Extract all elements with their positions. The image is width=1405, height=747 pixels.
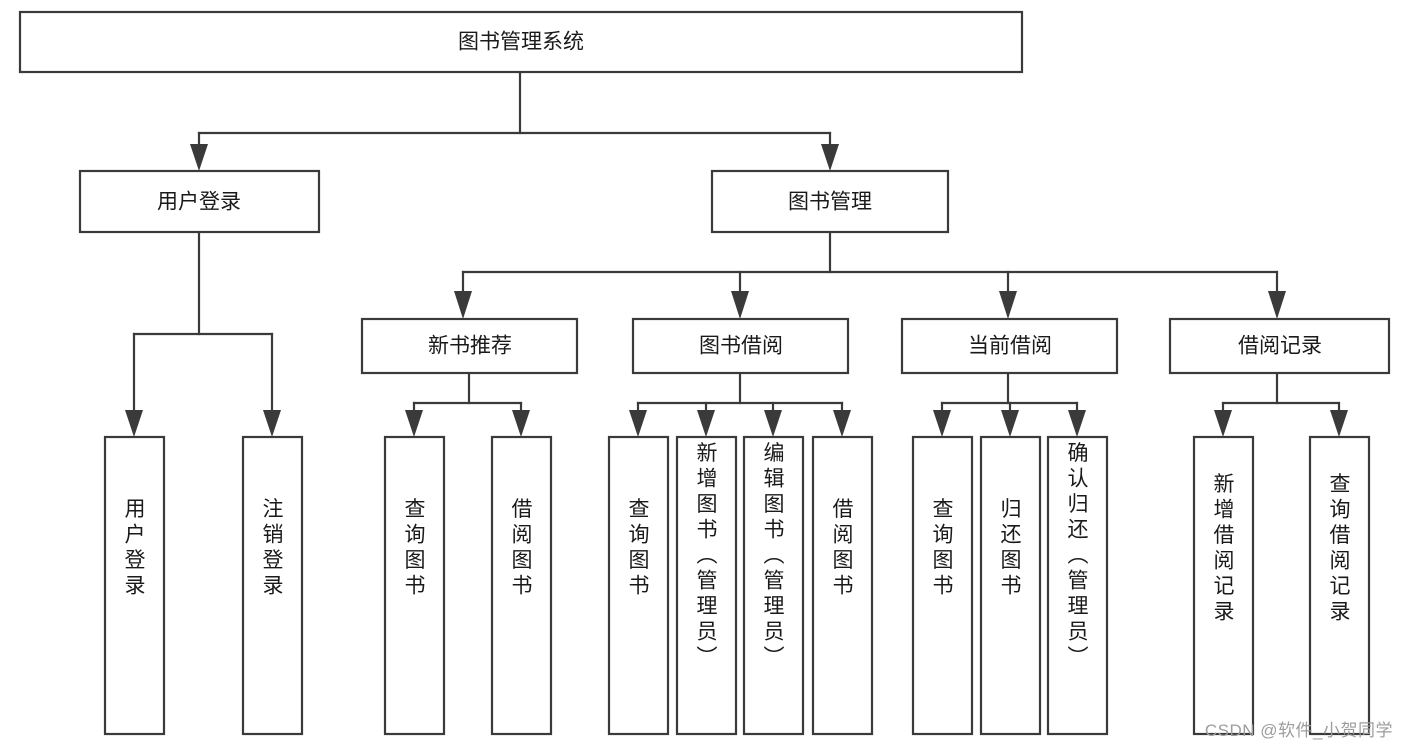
arrow-to-user-login [190,144,208,171]
node-new-book-recommend-box[interactable] [360,317,579,375]
connector-group-book-borrow [629,371,851,437]
node-leaf-add-book-label: 新增图书︵管理员︶ [697,442,718,669]
node-leaf-edit-book-box[interactable] [742,435,805,736]
node-book-management-box[interactable] [710,169,950,234]
node-leaf-query-book-1-label: 查询图书 [405,498,426,598]
node-leaf-borrow-book-2[interactable]: 借阅图书 [811,435,874,736]
node-leaf-add-borrow-record[interactable]: 新增借阅记录 [1192,435,1255,736]
node-leaf-return-book-label: 归还图书 [1001,498,1022,598]
node-leaf-edit-book[interactable]: 编辑图书︵管理员︶ [742,435,805,736]
arrow-to-leaf-query-book-3 [933,410,951,437]
arrow-to-leaf-user-logout [263,410,281,437]
node-leaf-query-book-1-box[interactable] [383,435,446,736]
node-leaf-query-book-2[interactable]: 查询图书 [607,435,670,736]
connector-group-new-book-recommend [405,371,530,437]
node-leaf-borrow-book-2-box[interactable] [811,435,874,736]
node-borrow-record[interactable]: 借阅记录 [1168,317,1391,375]
node-root[interactable]: 图书管理系统 [18,10,1024,74]
arrow-to-book-borrow [731,291,749,319]
node-leaf-query-borrow-record-label: 查询借阅记录 [1330,473,1351,624]
node-borrow-record-label: 借阅记录 [1238,335,1322,358]
connector-group-borrow-record [1214,371,1348,437]
node-leaf-query-book-1[interactable]: 查询图书 [383,435,446,736]
arrow-to-current-borrow [999,291,1017,319]
arrow-to-leaf-borrow-book-2 [833,410,851,437]
node-leaf-query-book-2-label: 查询图书 [629,498,650,598]
node-leaf-borrow-book-1[interactable]: 借阅图书 [490,435,553,736]
connector-group-current-borrow [933,371,1086,437]
node-leaf-return-book-box[interactable] [979,435,1042,736]
node-leaf-query-borrow-record[interactable]: 查询借阅记录 [1308,435,1371,736]
node-leaf-confirm-return[interactable]: 确认归还︵管理员︶ [1046,435,1109,736]
node-book-borrow-label: 图书借阅 [699,335,783,358]
node-leaf-borrow-book-1-box[interactable] [490,435,553,736]
arrow-to-leaf-add-borrow-record [1214,410,1232,437]
node-user-login[interactable]: 用户登录 [78,169,321,234]
arrow-to-new-book-recommend [454,291,472,319]
node-leaf-add-book-box[interactable] [675,435,738,736]
node-book-borrow[interactable]: 图书借阅 [631,317,850,375]
arrow-to-leaf-query-borrow-record [1330,410,1348,437]
arrow-to-leaf-borrow-book-1 [512,410,530,437]
node-leaf-query-book-3-box[interactable] [911,435,974,736]
node-leaf-query-book-2-box[interactable] [607,435,670,736]
node-current-borrow-label: 当前借阅 [968,335,1052,358]
node-root-box[interactable] [18,10,1024,74]
arrow-to-leaf-confirm-return [1068,410,1086,437]
node-leaf-user-login-label: 用户登录 [125,498,146,598]
node-leaf-add-borrow-record-box[interactable] [1192,435,1255,736]
node-leaf-query-book-3[interactable]: 查询图书 [911,435,974,736]
arrow-to-leaf-query-book-2 [629,410,647,437]
node-leaf-user-logout-label: 注销登录 [263,498,284,598]
arrow-to-leaf-edit-book [764,410,782,437]
arrow-to-leaf-query-book-1 [405,410,423,437]
node-user-login-box[interactable] [78,169,321,234]
arrow-to-book-management [821,144,839,171]
arrow-to-borrow-record [1268,291,1286,319]
node-leaf-add-borrow-record-label: 新增借阅记录 [1214,473,1235,624]
node-leaf-confirm-return-label: 确认归还︵管理员︶ [1068,442,1089,669]
node-user-login-label: 用户登录 [157,191,241,214]
connector-group-book-management [454,230,1286,319]
node-leaf-confirm-return-box[interactable] [1046,435,1109,736]
node-leaf-query-borrow-record-box[interactable] [1308,435,1371,736]
node-current-borrow-box[interactable] [900,317,1119,375]
node-book-management[interactable]: 图书管理 [710,169,950,234]
node-new-book-recommend-label: 新书推荐 [428,335,512,358]
node-leaf-borrow-book-1-label: 借阅图书 [512,498,533,598]
node-leaf-user-logout-box[interactable] [241,435,304,736]
arrow-to-leaf-return-book [1001,410,1019,437]
node-leaf-user-login-box[interactable] [103,435,166,736]
arrow-to-leaf-add-book [697,410,715,437]
node-leaf-return-book[interactable]: 归还图书 [979,435,1042,736]
node-book-management-label: 图书管理 [788,191,872,214]
node-current-borrow[interactable]: 当前借阅 [900,317,1119,375]
node-leaf-user-login[interactable]: 用户登录 [103,435,166,736]
node-leaf-edit-book-label: 编辑图书︵管理员︶ [764,442,785,669]
node-borrow-record-box[interactable] [1168,317,1391,375]
node-leaf-borrow-book-2-label: 借阅图书 [833,498,854,598]
node-leaf-add-book[interactable]: 新增图书︵管理员︶ [675,435,738,736]
node-leaf-user-logout[interactable]: 注销登录 [241,435,304,736]
arrow-to-leaf-user-login [125,410,143,437]
node-root-label: 图书管理系统 [458,31,584,54]
node-new-book-recommend[interactable]: 新书推荐 [360,317,579,375]
connector-group-root [190,70,839,171]
connector-group-user-login [125,230,281,437]
node-leaf-query-book-3-label: 查询图书 [933,498,954,598]
node-book-borrow-box[interactable] [631,317,850,375]
